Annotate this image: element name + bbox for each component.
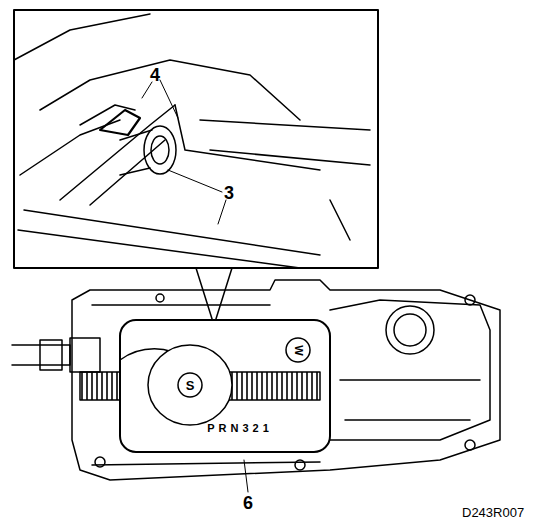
button-letter: W: [292, 345, 303, 355]
base-plate: [72, 280, 500, 480]
housing-boss: [394, 314, 426, 346]
mounting-hole: [465, 295, 475, 305]
cable-bracket: [70, 338, 100, 372]
housing: [340, 380, 480, 420]
w-button: [286, 338, 310, 362]
figure-code: D243R007: [462, 506, 524, 519]
selector-dial: [148, 345, 232, 425]
leader-line: [142, 80, 178, 118]
selector-cover: [120, 320, 330, 452]
detail-leader: [196, 268, 232, 322]
callout-number: 4: [150, 66, 160, 84]
button-letter: S: [186, 379, 195, 392]
detail-frame: [14, 10, 378, 268]
leader-line: [244, 460, 248, 492]
callout-number: 3: [224, 184, 234, 202]
cable-end: [40, 340, 62, 370]
housing: [330, 300, 490, 440]
detail-view: [14, 14, 370, 268]
callout-number: 6: [243, 494, 253, 512]
mounting-hole: [295, 460, 305, 470]
housing-boss: [386, 306, 434, 354]
mounting-hole: [95, 457, 105, 467]
leader-line: [168, 170, 226, 224]
mounting-hole: [156, 294, 164, 302]
gear-positions: PRN321: [207, 423, 273, 434]
mounting-hole: [465, 440, 475, 450]
s-button: [178, 373, 202, 397]
